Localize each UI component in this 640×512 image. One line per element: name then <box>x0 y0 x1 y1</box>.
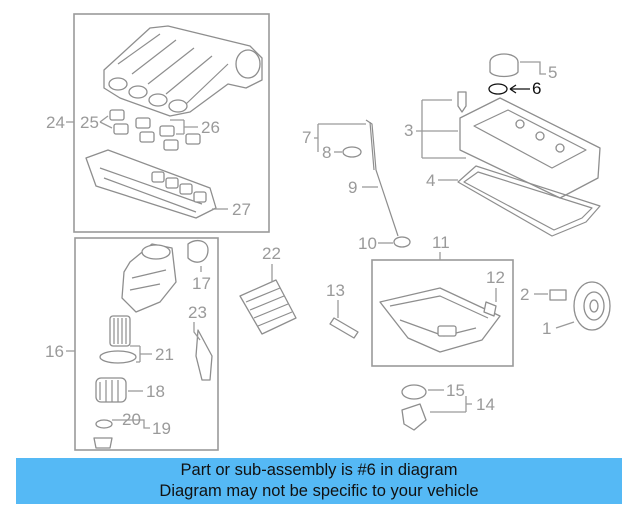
callout-14-leader <box>430 396 472 413</box>
callout-23-leader <box>193 322 201 341</box>
callout-25: 25 <box>80 113 99 132</box>
callout-22: 22 <box>262 244 281 263</box>
oil-pipe-part[interactable] <box>329 317 359 339</box>
lower-intake-manifold-part[interactable] <box>85 149 217 219</box>
drain-plug-seal-part[interactable] <box>93 419 113 449</box>
oil-pan-bolt-part[interactable] <box>483 301 497 317</box>
crankshaft-pulley-part[interactable] <box>573 281 611 331</box>
callout-24: 24 <box>46 113 65 132</box>
callout-13: 13 <box>326 281 345 300</box>
callout-15: 15 <box>446 381 465 400</box>
callout-8: 8 <box>322 143 331 162</box>
oil-filter-cap-part[interactable] <box>95 377 127 403</box>
callout-1-leader <box>555 321 575 329</box>
callout-10: 10 <box>358 234 377 253</box>
callout-7-leader <box>314 123 366 152</box>
callout-19-leader <box>112 419 150 429</box>
oil-pump-gasket-part[interactable] <box>401 384 427 400</box>
oil-pan-group-box <box>371 259 514 367</box>
callout-5: 5 <box>548 63 557 82</box>
pcv-valve-part[interactable] <box>457 91 467 113</box>
pulley-bolt-part[interactable] <box>549 289 567 301</box>
callout-9: 9 <box>348 178 357 197</box>
callout-12: 12 <box>486 268 505 287</box>
callout-16: 16 <box>45 342 64 361</box>
callout-4: 4 <box>426 171 435 190</box>
callout-21-leader <box>130 345 152 363</box>
oil-filler-cap-part[interactable] <box>489 53 519 78</box>
callout-17: 17 <box>192 274 211 293</box>
intake-manifold-part[interactable] <box>103 25 263 117</box>
callout-25-leader <box>99 115 113 129</box>
dipstick-o-ring-part[interactable] <box>342 146 362 158</box>
callout-2: 2 <box>520 285 529 304</box>
dipstick-part[interactable] <box>365 119 399 237</box>
banner-line-1: Part or sub-assembly is #6 in diagram <box>180 461 458 479</box>
oil-strainer-part[interactable] <box>401 403 427 431</box>
callout-7: 7 <box>302 128 311 147</box>
intake-gasket-set-part[interactable] <box>109 109 201 151</box>
oil-filter-housing-group-box <box>74 237 219 451</box>
filler-cap-seal-part[interactable] <box>488 83 508 95</box>
callout-26: 26 <box>201 118 220 137</box>
valve-cover-part[interactable] <box>459 97 601 199</box>
valve-cover-gasket-part[interactable] <box>457 165 601 237</box>
callout-6: 6 <box>532 79 541 98</box>
callout-1: 1 <box>542 319 551 338</box>
oil-filter-housing-part[interactable] <box>121 243 177 313</box>
callout-3-leader <box>416 99 466 159</box>
callout-26-leader <box>170 119 198 135</box>
banner-line-2: Diagram may not be specific to your vehi… <box>159 482 479 500</box>
callout-3: 3 <box>404 121 413 140</box>
oil-cooler-part[interactable] <box>239 279 297 335</box>
seal-23-part[interactable] <box>195 329 213 381</box>
dipstick-tube-seal-part[interactable] <box>393 236 411 248</box>
housing-gasket-part[interactable] <box>187 239 209 263</box>
oil-filter-element-part[interactable] <box>109 315 131 347</box>
callout-11: 11 <box>432 233 450 252</box>
callout-20: 20 <box>122 410 141 429</box>
callout-19: 19 <box>152 419 171 438</box>
callout-18: 18 <box>146 382 165 401</box>
oil-pan-part[interactable] <box>379 287 501 353</box>
part-info-banner: Part or sub-assembly is #6 in diagram Di… <box>16 458 622 504</box>
callout-14: 14 <box>476 395 495 414</box>
intake-manifold-group-box <box>73 13 270 233</box>
callout-6-leader <box>509 84 530 94</box>
parts-diagram: 24 25 26 27 16 17 18 19 20 21 23 <box>45 13 611 451</box>
callout-21: 21 <box>155 345 174 364</box>
callout-23: 23 <box>188 303 207 322</box>
filter-o-ring-part[interactable] <box>99 350 137 364</box>
callout-5-leader <box>520 61 546 75</box>
callout-27: 27 <box>232 200 251 219</box>
